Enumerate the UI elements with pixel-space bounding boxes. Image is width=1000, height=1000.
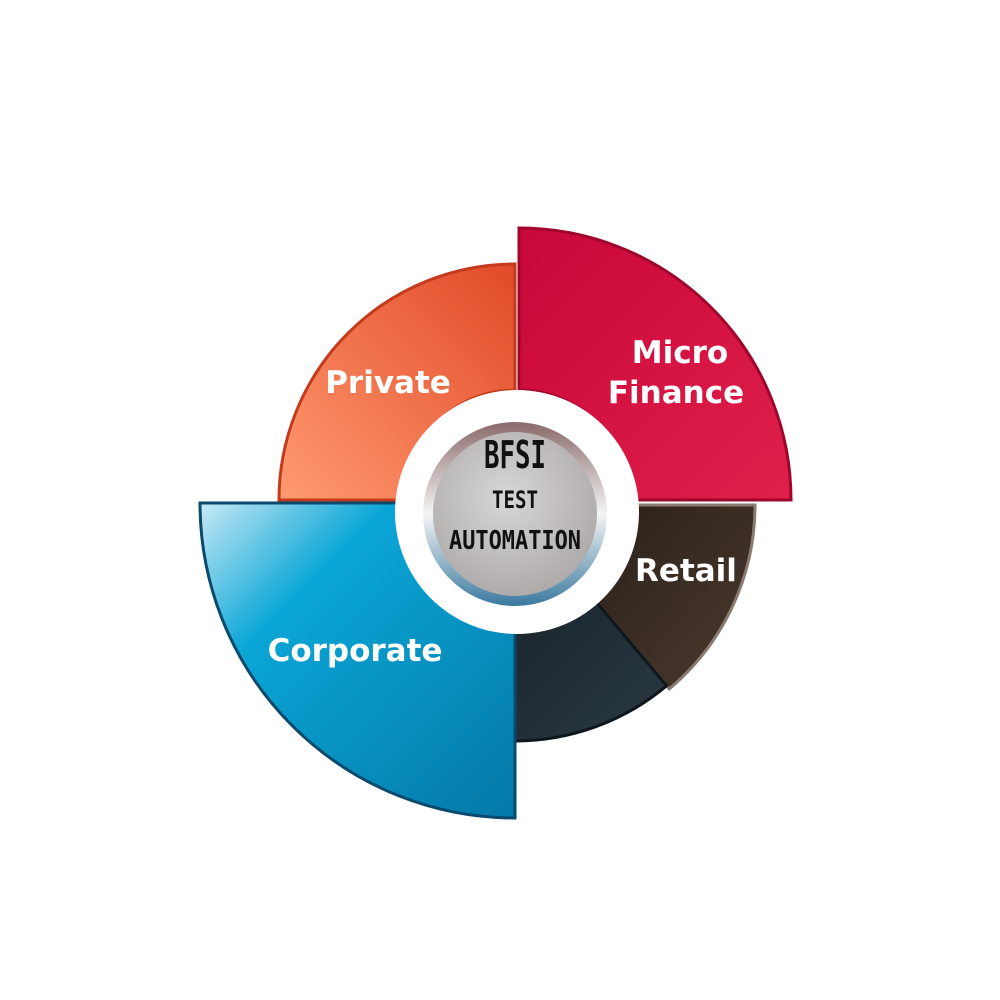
center-title: BFSI	[484, 433, 546, 477]
center-line-2: TEST	[492, 486, 538, 514]
label-finance: Finance	[608, 375, 744, 411]
label-private: Private	[325, 365, 451, 401]
label-retail: Retail	[635, 553, 737, 589]
label-micro: Micro	[632, 335, 728, 371]
center-circle	[433, 432, 597, 596]
label-corporate: Corporate	[268, 633, 443, 669]
center-line-3: AUTOMATION	[449, 526, 581, 556]
